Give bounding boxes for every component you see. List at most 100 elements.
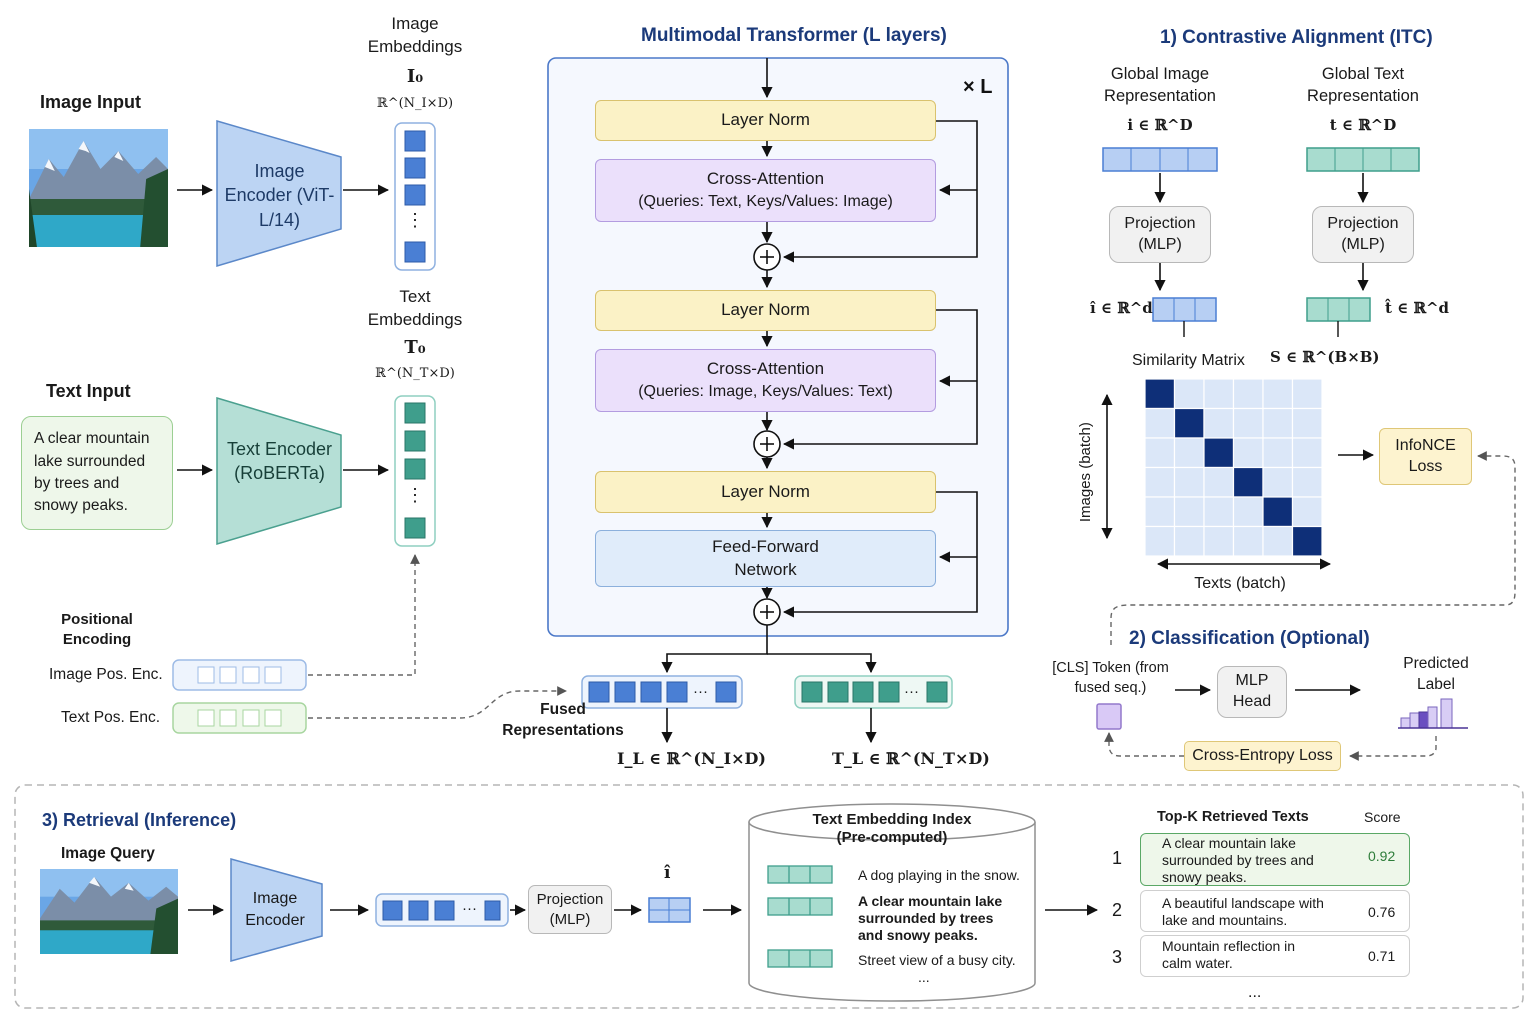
- fused-representations-label: Fused Representations: [502, 701, 624, 739]
- result-score-2: 0.76: [1368, 904, 1396, 920]
- plus-icon: [753, 598, 781, 626]
- similarity-cell: [1291, 407, 1323, 439]
- cross-attention-1: Cross-Attention (Queries: Text, Keys/Val…: [595, 159, 936, 222]
- similarity-cell: [1262, 466, 1294, 498]
- fused-text-output: T_L ∈ ℝ^(N_T×D): [832, 749, 990, 768]
- text-input-label: Text Input: [46, 381, 131, 401]
- similarity-space: S ∈ ℝ^(B×B): [1270, 348, 1380, 366]
- similarity-cell: [1173, 378, 1205, 410]
- similarity-cell: [1291, 466, 1323, 498]
- similarity-cell: [1203, 496, 1235, 528]
- index-title: Text Embedding Index: [812, 811, 972, 828]
- similarity-cell: [1144, 496, 1176, 528]
- global-text-label: Global Text Representation: [1307, 65, 1419, 106]
- result-text-3: Mountain reflection in calm water.: [1162, 938, 1296, 971]
- similarity-cell: [1232, 407, 1264, 439]
- similarity-cell: [1203, 378, 1235, 410]
- feed-forward-network: Feed-Forward Network: [595, 530, 936, 587]
- retrieval-i-hat: î: [664, 863, 671, 883]
- image-embeddings-symbol: I₀: [406, 66, 424, 87]
- index-subtitle: (Pre-computed): [836, 829, 948, 846]
- image-embeddings-space: ℝ^(N_I×D): [376, 96, 454, 111]
- retrieval-encoder-label: Image Encoder: [245, 890, 305, 929]
- similarity-cell: [1203, 466, 1235, 498]
- similarity-cell: [1232, 496, 1264, 528]
- mountain-lake-photo: [29, 129, 168, 247]
- index-more: ...: [918, 969, 930, 985]
- similarity-cell-diagonal: [1173, 407, 1205, 439]
- similarity-matrix-label: Similarity Matrix: [1132, 352, 1245, 369]
- retrieval-title: 3) Retrieval (Inference): [42, 810, 237, 830]
- contrastive-title: 1) Contrastive Alignment (ITC): [1160, 27, 1433, 48]
- result-rank-1: 1: [1112, 848, 1123, 868]
- layer-norm-3: Layer Norm: [595, 471, 936, 513]
- image-embeddings-title: Image Embeddings: [367, 14, 463, 56]
- similarity-cell: [1144, 437, 1176, 469]
- similarity-matrix: [1144, 378, 1323, 557]
- t-space: t ∈ ℝ^D: [1329, 116, 1397, 134]
- result-item-2[interactable]: [1140, 890, 1410, 932]
- index-item-1: A dog playing in the snow.: [858, 867, 1020, 883]
- cross-entropy-loss-label: Cross-Entropy Loss: [1192, 746, 1333, 764]
- score-header: Score: [1364, 809, 1401, 825]
- cross-attention-2-sub: (Queries: Image, Keys/Values: Text): [638, 383, 893, 401]
- similarity-cell: [1232, 378, 1264, 410]
- text-pos-enc-label: Text Pos. Enc.: [61, 709, 161, 726]
- projection-image-label: Projection (MLP): [1124, 214, 1196, 253]
- result-item-3[interactable]: [1140, 935, 1410, 977]
- infonce-loss: InfoNCE Loss: [1379, 428, 1472, 485]
- retrieval-projection: Projection (MLP): [528, 885, 612, 934]
- projected-text-vector: [1306, 297, 1371, 322]
- image-query-label: Image Query: [61, 845, 155, 862]
- repeat-label: × L: [963, 76, 993, 98]
- similarity-cell: [1262, 437, 1294, 469]
- text-embeddings-symbol: T₀: [404, 337, 426, 358]
- mlp-head-label: MLP Head: [1232, 672, 1272, 710]
- similarity-cell: [1232, 525, 1264, 557]
- cross-entropy-loss: Cross-Entropy Loss: [1184, 741, 1341, 771]
- positional-encoding-title: Positional Encoding: [61, 611, 133, 649]
- similarity-cell: [1232, 437, 1264, 469]
- similarity-cell: [1144, 525, 1176, 557]
- similarity-cell: [1173, 525, 1205, 557]
- i-space: i ∈ ℝ^D: [1127, 116, 1193, 134]
- result-item-1[interactable]: [1140, 833, 1410, 886]
- layer-norm-1-label: Layer Norm: [721, 110, 810, 130]
- image-encoder-label: Image Encoder (ViT-L/14): [224, 161, 335, 230]
- similarity-cell: [1262, 525, 1294, 557]
- similarity-cell: [1291, 496, 1323, 528]
- similarity-cell: [1203, 407, 1235, 439]
- cross-attention-1-sub: (Queries: Text, Keys/Values: Image): [638, 193, 893, 211]
- similarity-cell-diagonal: [1144, 378, 1176, 410]
- retrieval-panel: [14, 784, 1524, 1009]
- similarity-cell: [1173, 496, 1205, 528]
- projection-image: Projection (MLP): [1109, 206, 1211, 263]
- fused-image-dots: ···: [693, 683, 708, 700]
- text-input-box: A clear mountain lake surrounded by tree…: [21, 416, 173, 530]
- layer-norm-3-label: Layer Norm: [721, 481, 810, 501]
- plus-icon: [753, 430, 781, 458]
- layer-norm-2: Layer Norm: [595, 290, 936, 331]
- projected-image-vector: [1152, 297, 1217, 322]
- similarity-cell: [1262, 378, 1294, 410]
- retrieval-projection-label: Projection (MLP): [536, 891, 604, 928]
- cross-attention-2: Cross-Attention (Queries: Image, Keys/Va…: [595, 349, 936, 412]
- result-score-1: 0.92: [1368, 848, 1396, 864]
- cls-token-label: [CLS] Token (from fused seq.): [1052, 660, 1169, 696]
- result-rank-2: 2: [1112, 900, 1123, 920]
- similarity-cell: [1144, 407, 1176, 439]
- cross-attention-2-label: Cross-Attention: [706, 359, 825, 379]
- result-score-3: 0.71: [1368, 948, 1396, 964]
- similarity-cell: [1203, 525, 1235, 557]
- similarity-cell: [1262, 407, 1294, 439]
- mountain-lake-photo: [40, 869, 178, 954]
- similarity-cell: [1173, 437, 1205, 469]
- text-embeddings-title: Text Embeddings: [367, 287, 463, 329]
- similarity-cell: [1173, 466, 1205, 498]
- text-pos-enc-bar: [172, 702, 307, 734]
- i-hat-space: î ∈ ℝ^d: [1090, 299, 1153, 317]
- transformer-title: Multimodal Transformer (L layers): [641, 25, 947, 46]
- image-embeddings-ellipsis: ⋮: [406, 210, 424, 230]
- image-encoder-shape: [216, 120, 342, 268]
- image-input-label: Image Input: [40, 92, 142, 112]
